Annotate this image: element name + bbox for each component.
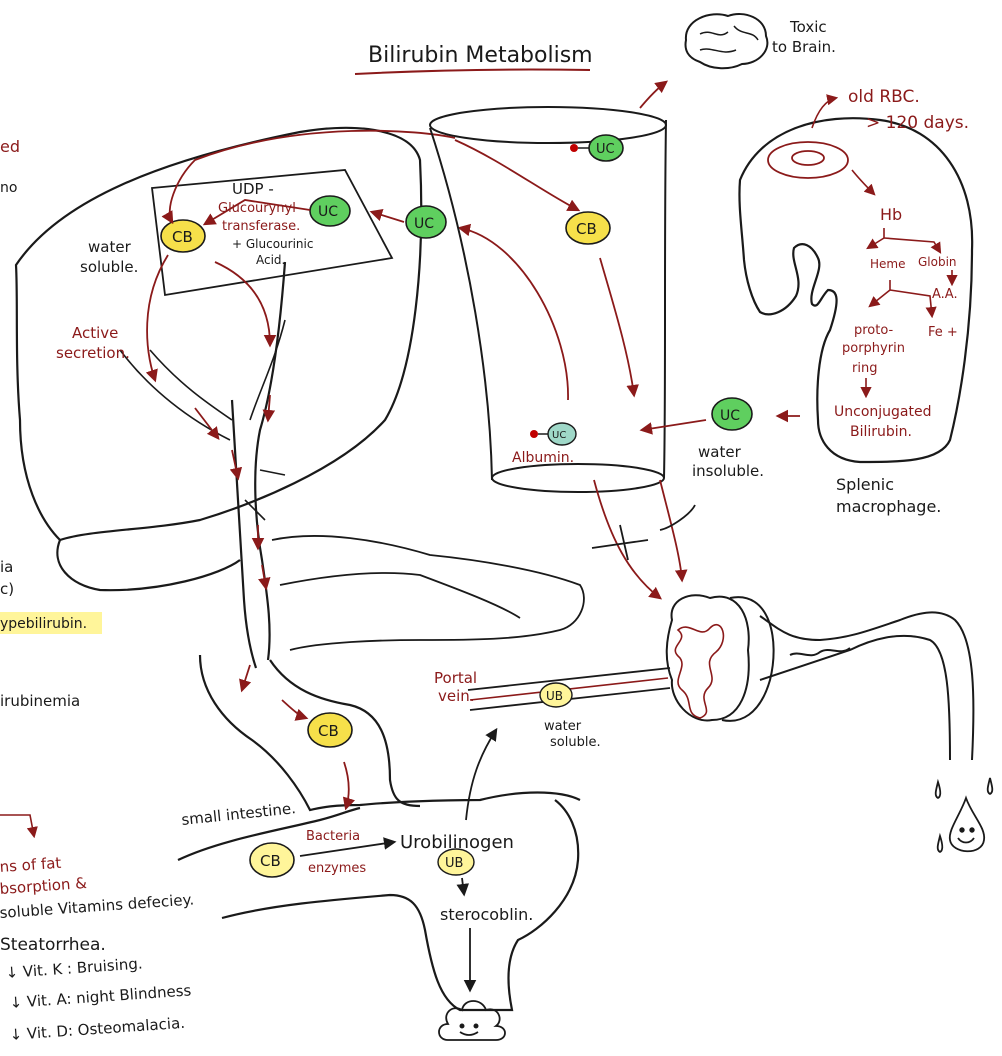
left-note-hyper: ypebilirubin. bbox=[0, 616, 87, 632]
unconj-line-1: Unconjugated bbox=[834, 404, 931, 420]
bile-ducts bbox=[120, 320, 285, 520]
insoluble-line-1: water bbox=[698, 443, 742, 461]
rbc-icon bbox=[768, 142, 848, 178]
left-note-2: no bbox=[0, 180, 17, 196]
ub-blob-portal: UB bbox=[540, 683, 572, 707]
title-underline bbox=[355, 70, 590, 75]
svg-text:CB: CB bbox=[172, 228, 193, 246]
blocked-marks bbox=[592, 505, 695, 560]
item-vit-a: ↓ Vit. A: night Blindness bbox=[9, 981, 192, 1012]
liver-arrows bbox=[147, 131, 568, 690]
aa-label: A.A. bbox=[932, 287, 958, 302]
portal-line-1: Portal bbox=[434, 669, 477, 687]
udp-line-1: UDP - bbox=[232, 180, 274, 198]
udp-line-3: transferase. bbox=[222, 219, 300, 234]
proto-line-2: porphyrin bbox=[842, 341, 905, 356]
ub-soluble-line-1: water bbox=[544, 719, 582, 734]
svg-text:UB: UB bbox=[546, 689, 563, 703]
smiley-drop-icon bbox=[936, 778, 993, 852]
portal-line-2: vein. bbox=[438, 687, 475, 705]
vessel-arrows bbox=[455, 82, 800, 598]
page-title: Bilirubin Metabolism bbox=[368, 43, 593, 68]
active-secretion-line-1: Active bbox=[72, 324, 118, 342]
left-note-1: ed bbox=[0, 137, 20, 156]
uc-blob-albumin-top: UC bbox=[570, 135, 623, 161]
svg-text:UC: UC bbox=[596, 142, 615, 157]
fat-line-1: ns of fat bbox=[0, 854, 62, 876]
bacteria-line-1: Bacteria bbox=[306, 829, 360, 844]
fat-line-2: bsorption & bbox=[0, 874, 88, 898]
stool-icon bbox=[439, 1001, 505, 1040]
unconj-line-2: Bilirubin. bbox=[850, 424, 912, 440]
left-note-rubinemia: irubinemia bbox=[0, 692, 80, 710]
active-secretion-line-2: secretion. bbox=[56, 344, 130, 362]
rbc-line-1: old RBC. bbox=[848, 87, 920, 107]
svg-text:UC: UC bbox=[552, 430, 566, 441]
svg-text:CB: CB bbox=[576, 220, 597, 238]
svg-text:CB: CB bbox=[318, 722, 339, 740]
toxic-line-1: Toxic bbox=[789, 18, 827, 36]
svg-text:UC: UC bbox=[318, 204, 338, 220]
proto-line-3: ring bbox=[852, 361, 877, 376]
water-soluble-line-2: soluble. bbox=[80, 258, 138, 276]
left-note-3: ia bbox=[0, 558, 13, 576]
cb-blob-vessel: CB bbox=[566, 212, 610, 244]
left-note-4: c) bbox=[0, 580, 14, 598]
svg-text:CB: CB bbox=[260, 852, 281, 870]
glucuronic-line-2: Acid. bbox=[256, 253, 285, 267]
cb-blob-intestine: CB bbox=[250, 843, 294, 877]
splenic-line-1: Splenic bbox=[836, 475, 894, 494]
svg-text:UC: UC bbox=[414, 216, 434, 232]
albumin-label: Albumin. bbox=[512, 450, 574, 466]
rbc-line-2: > 120 days. bbox=[866, 113, 969, 133]
hb-label: Hb bbox=[880, 205, 902, 224]
svg-text:UC: UC bbox=[720, 408, 740, 424]
item-steatorrhea: Steatorrhea. bbox=[0, 935, 106, 955]
svg-text:UB: UB bbox=[445, 856, 463, 871]
cb-blob-duodenum: CB bbox=[308, 713, 352, 747]
brain-icon bbox=[686, 14, 768, 68]
fe-label: Fe + bbox=[928, 325, 958, 340]
glucuronic-line-1: + Glucourinic bbox=[232, 237, 313, 251]
ub-soluble-line-2: soluble. bbox=[550, 735, 601, 750]
small-intestine-label: small intestine. bbox=[181, 799, 297, 829]
uc-blob-albumin-bottom: UC bbox=[530, 423, 576, 445]
proto-line-1: proto- bbox=[854, 323, 894, 338]
splenic-line-2: macrophage. bbox=[836, 497, 941, 516]
heme-label: Heme bbox=[870, 257, 905, 271]
uc-blob-entering: UC bbox=[406, 206, 446, 238]
ub-blob-intestine: UB bbox=[438, 849, 474, 875]
toxic-line-2: to Brain. bbox=[772, 38, 836, 56]
cb-blob-liver: CB bbox=[161, 220, 205, 252]
insoluble-line-2: insoluble. bbox=[692, 462, 764, 480]
pancreas-outline bbox=[272, 536, 584, 650]
item-vit-k: ↓ Vit. K : Bruising. bbox=[5, 954, 143, 982]
stercobilin-label: sterocoblin. bbox=[440, 905, 533, 924]
water-soluble-line-1: water bbox=[88, 238, 132, 256]
uc-blob-spleen: UC bbox=[712, 398, 752, 430]
left-bracket-arrow bbox=[0, 815, 34, 836]
item-vit-d: ↓ Vit. D: Osteomalacia. bbox=[9, 1014, 185, 1044]
intestine-outline bbox=[178, 655, 580, 1010]
uc-blob-liver: UC bbox=[310, 196, 350, 226]
kidney-glomerulus bbox=[675, 625, 723, 718]
globin-label: Globin bbox=[918, 255, 957, 269]
bacteria-line-2: enzymes bbox=[308, 861, 366, 876]
